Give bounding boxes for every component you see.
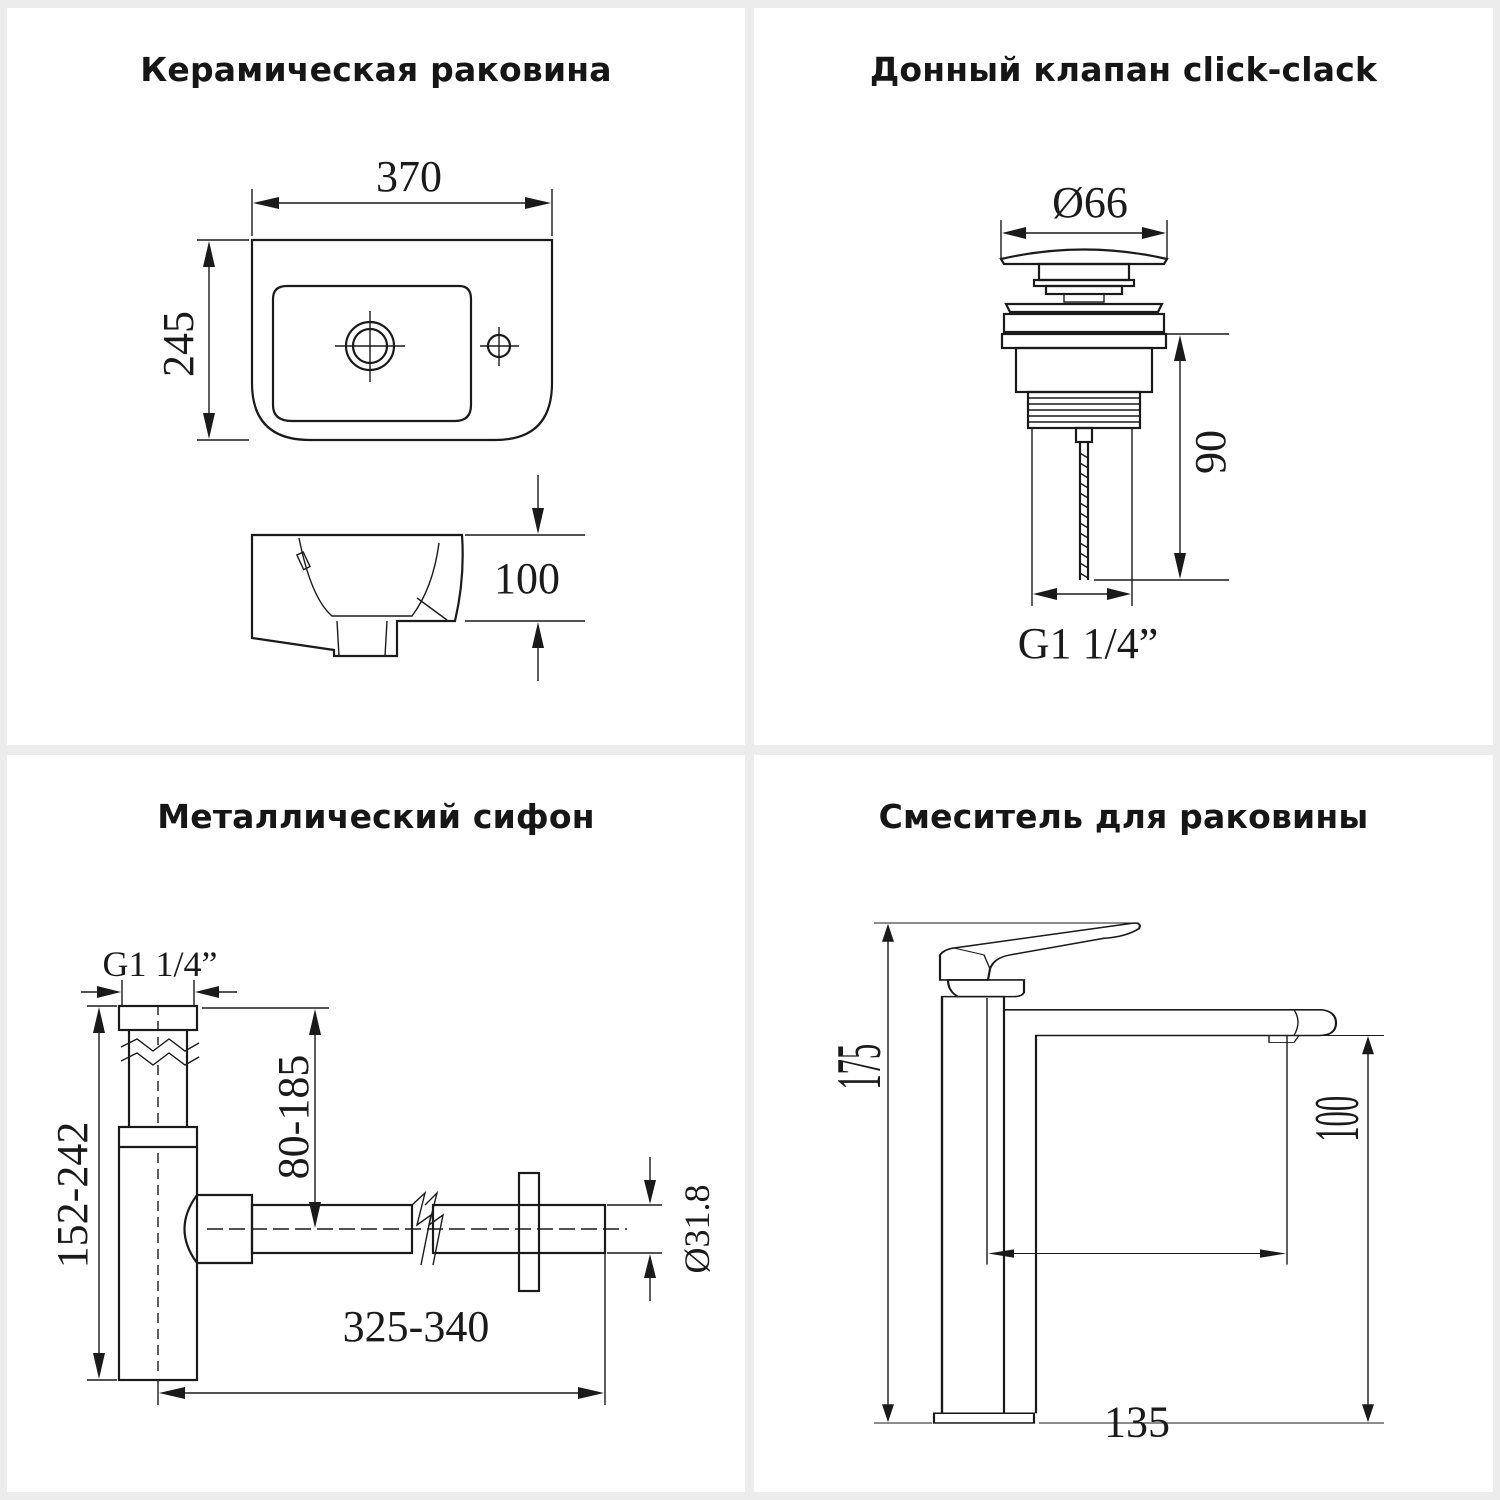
tap-hole-symbol	[480, 327, 519, 366]
mixer-spout	[1004, 1009, 1338, 1414]
dim-width	[251, 189, 553, 236]
mixer-group: 175 100 135	[824, 922, 1384, 1446]
drain-cap	[999, 248, 1169, 266]
wall-flange	[517, 1171, 541, 1293]
dim-height	[1094, 333, 1229, 581]
panel-metal-siphon: Металлический сифон G1 1/4	[7, 755, 745, 1492]
panel-title: Смеситель для раковины	[878, 797, 1369, 836]
dim-spout-reach-label: 135	[1104, 1397, 1170, 1446]
dim-pipe-diameter	[607, 1157, 662, 1301]
dim-thread-label: G1 1/4”	[1018, 619, 1159, 668]
dim-height-label: 100	[494, 554, 560, 603]
dim-height-label: 175	[824, 1044, 894, 1090]
basin-drawing: 370 245 100	[154, 152, 585, 681]
basin-side-outline	[250, 533, 464, 658]
dim-spout-height-label: 100	[1302, 1096, 1372, 1142]
dim-total-height-label: 152-242	[48, 1122, 97, 1269]
dim-height	[465, 475, 585, 681]
dim-diameter-label: Ø66	[1052, 178, 1128, 227]
basin-bowl	[271, 284, 473, 423]
drain-symbol	[335, 311, 405, 382]
basin-side-bowl	[298, 537, 440, 617]
dim-height-label: 90	[1186, 430, 1235, 474]
dim-spout-height	[1039, 1035, 1384, 1424]
break-mark	[120, 1038, 200, 1052]
panel-title: Металлический сифон	[157, 797, 595, 836]
drain-drawing: Ø66 90 G1 1/4”	[999, 178, 1235, 668]
panel-basin-mixer: Смеситель для раковины 175	[754, 755, 1493, 1492]
dim-pipe-diameter-label: Ø31.8	[677, 1185, 717, 1274]
panel-click-clack-drain: Донный клапан click-clack	[754, 8, 1493, 745]
dim-total-height	[87, 1005, 117, 1381]
panel-ceramic-basin: Керамическая раковина 370	[7, 8, 745, 745]
dim-diameter	[1000, 220, 1168, 258]
dim-thread	[81, 980, 237, 1005]
drain-rod	[1078, 442, 1090, 580]
dim-spout-reach	[986, 997, 1288, 1265]
dim-height	[874, 922, 1139, 1424]
dim-adjust-height-label: 80-185	[269, 1055, 318, 1180]
siphon-drawing: G1 1/4” 80-185 152-242 325-340	[48, 944, 717, 1405]
dim-depth	[197, 239, 249, 441]
mixer-body	[940, 995, 1006, 1415]
dim-depth-label: 245	[154, 311, 203, 377]
dim-thread-label: G1 1/4”	[103, 944, 218, 984]
dim-width-label: 370	[376, 152, 442, 201]
mixer-base	[932, 1412, 1036, 1424]
basin-top-outline	[250, 238, 554, 442]
drain-flange	[1004, 302, 1164, 314]
panel-title: Керамическая раковина	[140, 50, 612, 89]
dim-length	[157, 1253, 606, 1405]
panel-title: Донный клапан click-clack	[869, 50, 1378, 89]
drain-thread	[1026, 390, 1142, 430]
dim-thread	[1031, 428, 1133, 606]
dim-length-label: 325-340	[343, 1302, 490, 1351]
mixer-drawing: 175 100 135	[824, 922, 1384, 1446]
mixer-lever	[938, 922, 1141, 981]
dim-adjust-height	[202, 1007, 329, 1228]
